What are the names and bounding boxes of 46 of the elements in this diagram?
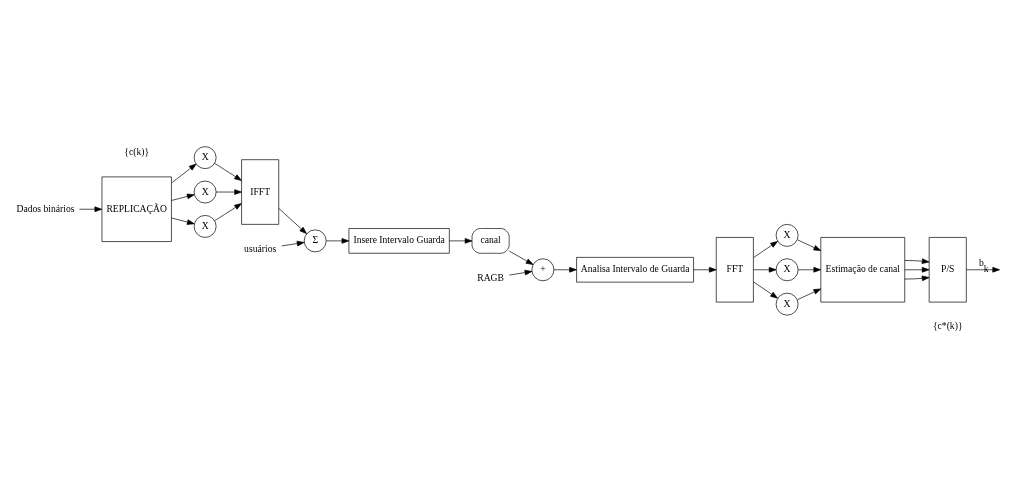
arrow — [904, 267, 930, 273]
arrow — [797, 288, 822, 300]
arrow — [509, 250, 534, 265]
arrow — [753, 267, 777, 273]
node-box: FFT — [715, 237, 754, 303]
arrow — [79, 206, 103, 212]
arrow — [693, 267, 717, 273]
arrow — [797, 267, 822, 273]
node-circle: X — [193, 215, 217, 238]
node-box: REPLICAÇÃO — [101, 176, 172, 242]
arrow — [553, 267, 577, 273]
label: {c*(k)} — [932, 320, 963, 332]
arrow — [215, 189, 242, 195]
node-circle: + — [531, 258, 555, 282]
arrow — [509, 269, 533, 276]
node-text: RAGB — [477, 271, 504, 283]
arrow — [171, 217, 195, 225]
arrow — [753, 281, 778, 299]
node-box: IFFT — [241, 159, 280, 225]
node-box: Analisa Intervalo de Guarda — [576, 257, 694, 283]
arrow — [171, 193, 195, 201]
node-circle: X — [193, 180, 217, 204]
arrow — [904, 275, 930, 282]
arrow — [753, 241, 778, 258]
node-circle: X — [193, 146, 217, 169]
node-text: Dados binários — [16, 202, 75, 214]
arrow — [214, 203, 242, 222]
arrow — [278, 208, 307, 234]
node-circle: X — [775, 258, 799, 282]
arrow — [797, 239, 822, 251]
arrow — [281, 240, 305, 247]
node-box: canal — [471, 228, 510, 254]
arrow — [326, 238, 350, 244]
arrow — [449, 238, 473, 244]
node-box: Estimação de canal — [820, 237, 906, 303]
node-box: P/S — [928, 237, 967, 303]
label: {c(k)} — [124, 145, 150, 157]
node-text: usuários — [244, 242, 277, 254]
arrow — [214, 162, 242, 181]
node-circle: X — [775, 292, 799, 316]
arrow — [171, 163, 197, 184]
arrow — [966, 267, 1000, 273]
arrow — [904, 258, 930, 264]
node-box: Insere Intervalo Guarda — [348, 228, 450, 254]
node-circle: Σ — [303, 229, 327, 253]
node-circle: X — [775, 224, 799, 247]
